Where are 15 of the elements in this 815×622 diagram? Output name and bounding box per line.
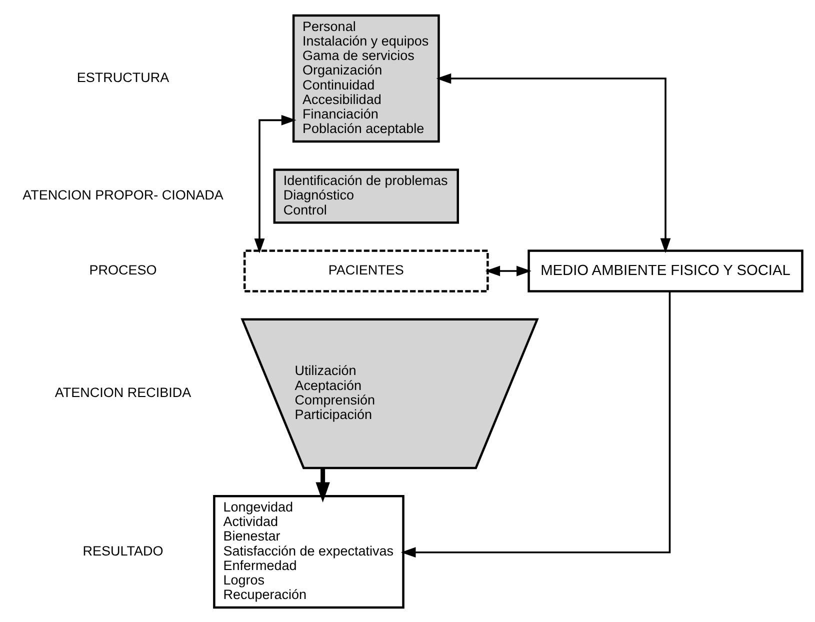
node-box: Identificación de problemas Diagnóstico Control: [273, 168, 459, 224]
arrow: [436, 72, 671, 253]
arrow: [485, 265, 532, 276]
arrow: [254, 114, 296, 253]
label: PROCESO: [89, 262, 157, 277]
label: RESULTADO: [82, 542, 164, 558]
label: ATENCION RECIBIDA: [54, 384, 192, 400]
node-box: PACIENTES: [243, 249, 489, 292]
node-box: Longevidad Actividad Bienestar Satisfacción de expectativas Enfermedad Logros Recuperación: [213, 494, 404, 608]
label: ESTRUCTURA: [76, 70, 170, 85]
arrow: [316, 468, 330, 502]
arrow: [400, 291, 671, 558]
node-box: Personal Instalación y equipos Gama de servicios Organización Continuidad Accesibilidad Financiación Población aceptable: [292, 14, 440, 142]
label: ATENCION PROPOR- CIONADA: [22, 187, 224, 202]
node-box: MEDIO AMBIENTE FISICO Y SOCIAL: [528, 249, 804, 292]
